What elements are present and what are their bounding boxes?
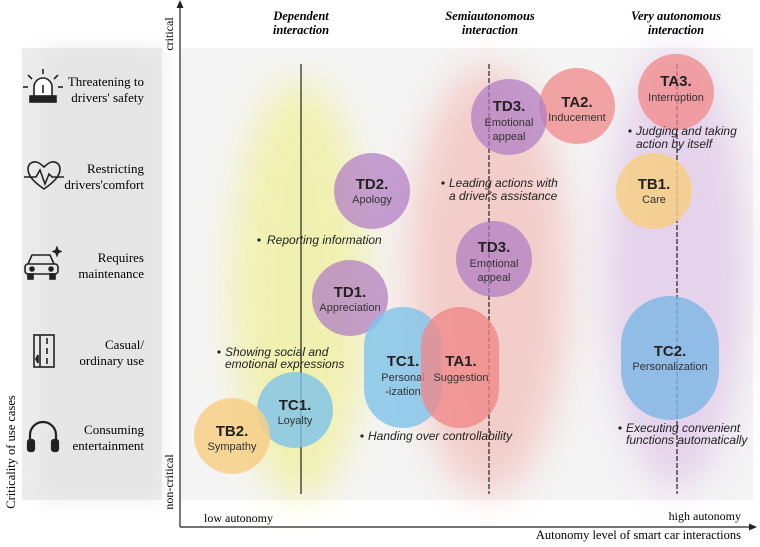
node-td2-code: TD2. xyxy=(356,176,389,193)
node-tc1-loyalty: TC1. Loyalty xyxy=(257,372,333,448)
row-casual-line2: ordinary use xyxy=(79,353,144,368)
node-td1: TD1. Appreciation xyxy=(312,260,388,336)
row-maintenance-line1: Requires xyxy=(98,250,144,265)
y-axis-title: Criticality of use cases xyxy=(4,395,18,509)
annotation-reporting: Reporting information xyxy=(257,233,382,247)
column-dependent-line1: Dependent xyxy=(272,9,329,23)
node-td3-mid-code: TD3. xyxy=(478,239,511,256)
annotation-leading-line2: a driver's assistance xyxy=(449,189,558,203)
row-safety-line1: Threatening to xyxy=(68,74,144,89)
node-td3-top-shape xyxy=(471,79,547,155)
column-very-line1: Very autonomous xyxy=(631,9,721,23)
node-tb1: TB1. Care xyxy=(616,153,692,229)
node-td3-mid-shape xyxy=(456,221,532,297)
node-td3-mid-label-1: Emotional xyxy=(470,258,519,270)
headphones-icon xyxy=(26,420,60,453)
row-comfort-line1: Restricting xyxy=(87,161,145,176)
row-safety-line2: drivers' safety xyxy=(71,90,144,105)
row-maintenance-line2: maintenance xyxy=(78,266,144,281)
annotation-judging-line1: Judging and taking xyxy=(635,124,737,138)
node-td3-mid: TD3. Emotional appeal xyxy=(456,221,532,297)
node-ta1-shape xyxy=(421,307,499,428)
annotation-showing: Showing social and emotional expressions xyxy=(217,345,344,371)
node-tb2-shape xyxy=(194,398,270,474)
annotation-handing-line1: Handing over controllability xyxy=(368,429,513,443)
annotation-leading: Leading actions with a driver's assistan… xyxy=(441,176,558,203)
annotation-showing-line1: Showing social and xyxy=(225,345,329,359)
node-td3-top-code: TD3. xyxy=(493,98,526,115)
y-axis-arrow xyxy=(176,0,184,8)
node-tc1-loyalty-label: Loyalty xyxy=(278,415,313,427)
car-sparkle-icon xyxy=(24,245,63,280)
node-ta2-label: Inducement xyxy=(548,112,605,124)
annotation-executing: Executing convenient functions automatic… xyxy=(618,421,748,447)
heartbeat-icon xyxy=(24,161,64,190)
node-td3-top-label-2: appeal xyxy=(492,131,525,143)
annotation-reporting-line1: Reporting information xyxy=(267,233,382,247)
column-semi-line2: interaction xyxy=(462,23,518,37)
annotation-judging: Judging and taking action by itself xyxy=(628,124,737,151)
node-tb2: TB2. Sympathy xyxy=(194,398,270,474)
node-tc1-personalization-label-1: Personal xyxy=(381,372,424,384)
node-tc2-label: Personalization xyxy=(632,361,707,373)
node-tc1-loyalty-shape xyxy=(257,372,333,448)
column-very-line2: interaction xyxy=(648,23,704,37)
x-axis-arrow xyxy=(749,523,757,531)
node-ta3-shape xyxy=(638,54,714,130)
x-left-label: low autonomy xyxy=(204,511,273,525)
annotation-judging-line2: action by itself xyxy=(636,137,714,151)
node-ta3: TA3. Interruption xyxy=(638,54,714,130)
node-ta2: TA2. Inducement xyxy=(539,68,615,144)
row-entertainment-line2: entertainment xyxy=(73,438,145,453)
node-tb1-shape xyxy=(616,153,692,229)
annotation-leading-line1: Leading actions with xyxy=(449,176,558,190)
y-bottom-label: non-critical xyxy=(162,454,176,510)
node-td2-label: Apology xyxy=(352,194,392,206)
node-ta3-code: TA3. xyxy=(660,73,691,90)
node-td1-shape xyxy=(312,260,388,336)
node-ta3-label: Interruption xyxy=(648,92,704,104)
node-tb2-label: Sympathy xyxy=(208,441,257,453)
annotation-executing-line2: functions automatically xyxy=(626,433,748,447)
node-tc1-loyalty-code: TC1. xyxy=(279,397,312,414)
row-label-panel-shade xyxy=(40,48,162,500)
node-tb2-code: TB2. xyxy=(216,423,249,440)
node-td1-label: Appreciation xyxy=(319,302,380,314)
row-casual-line1: Casual/ xyxy=(105,337,144,352)
siren-icon xyxy=(23,69,63,103)
node-td2: TD2. Apology xyxy=(334,153,410,229)
node-tc2-shape xyxy=(621,296,719,420)
node-ta1: TA1. Suggestion xyxy=(421,307,499,428)
node-tc2: TC2. Personalization xyxy=(621,296,719,420)
node-ta2-shape xyxy=(539,68,615,144)
node-td3-top: TD3. Emotional appeal xyxy=(471,79,547,155)
node-ta2-code: TA2. xyxy=(561,94,592,111)
node-tc2-code: TC2. xyxy=(654,343,687,360)
annotation-handing: Handing over controllability xyxy=(360,429,513,443)
row-comfort-line2: drivers'comfort xyxy=(64,177,144,192)
annotation-showing-line2: emotional expressions xyxy=(225,357,344,371)
node-tc1-personalization-code: TC1. xyxy=(387,353,420,370)
node-td1-code: TD1. xyxy=(334,284,367,301)
node-td3-mid-label-2: appeal xyxy=(477,272,510,284)
node-tb1-code: TB1. xyxy=(638,176,671,193)
node-ta1-code: TA1. xyxy=(445,353,476,370)
row-entertainment-line1: Consuming xyxy=(84,422,144,437)
node-tb1-label: Care xyxy=(642,194,666,206)
y-top-label: critical xyxy=(162,17,176,51)
node-ta1-label: Suggestion xyxy=(433,372,488,384)
annotation-executing-line1: Executing convenient xyxy=(626,421,741,435)
road-icon xyxy=(33,334,55,368)
node-tc1-personalization-label-2: -ization xyxy=(385,386,420,398)
column-dependent-line2: interaction xyxy=(273,23,329,37)
x-right-label: high autonomy xyxy=(669,509,741,523)
x-axis-title: Autonomy level of smart car interactions xyxy=(536,528,741,542)
column-semi-line1: Semiautonomous xyxy=(445,9,535,23)
node-td3-top-label-1: Emotional xyxy=(485,117,534,129)
node-td2-shape xyxy=(334,153,410,229)
